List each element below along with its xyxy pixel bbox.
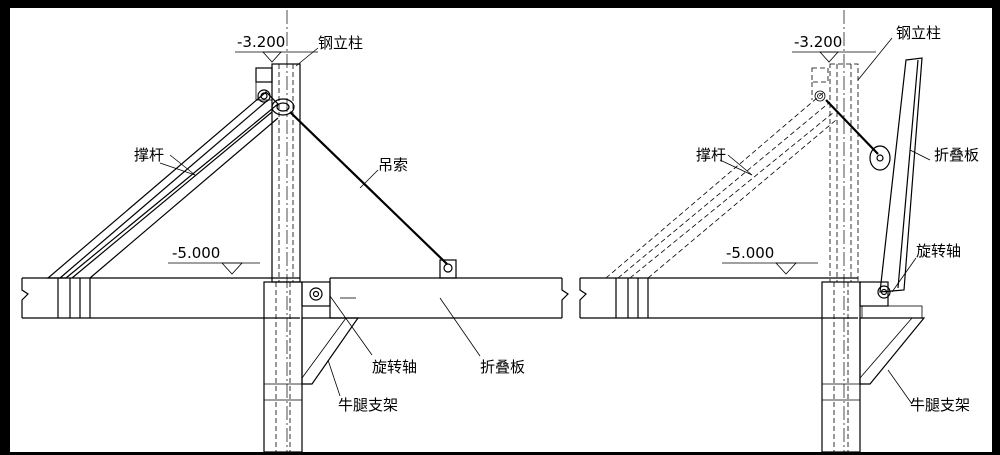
right-cable-anchor xyxy=(814,90,826,102)
left-label-cable: 吊索 xyxy=(378,156,408,174)
left-deck-slab xyxy=(21,277,300,319)
right-lower-column xyxy=(821,281,861,452)
left-corbel-bracket xyxy=(301,317,360,385)
right-level-bottom-text: -5.000 xyxy=(726,244,774,262)
left-folding-plate xyxy=(329,277,569,319)
left-label-steel-column: 钢立柱 xyxy=(318,34,363,52)
right-level-top: -3.200 xyxy=(792,33,876,63)
right-level-top-text: -3.200 xyxy=(794,33,842,51)
left-plate-lug xyxy=(439,259,457,279)
right-label-steel-column: 钢立柱 xyxy=(896,24,941,42)
right-folding-plate xyxy=(869,57,923,293)
left-label-corbel-bracket: 牛腿支架 xyxy=(338,396,398,414)
left-label-folding-plate: 折叠板 xyxy=(480,358,525,376)
left-cable xyxy=(289,111,448,265)
right-level-bottom: -5.000 xyxy=(722,244,818,275)
left-level-bottom: -5.000 xyxy=(168,244,260,275)
structural-diagram: -3.200 xyxy=(21,10,979,452)
right-deck-slab xyxy=(579,277,858,319)
right-label-folding-plate: 折叠板 xyxy=(934,146,979,164)
left-label-rotation-axis: 旋转轴 xyxy=(372,358,417,376)
right-rotation-axis xyxy=(859,281,923,319)
right-corbel-bracket xyxy=(859,317,926,385)
left-level-bottom-text: -5.000 xyxy=(172,244,220,262)
left-label-strut: 撑杆 xyxy=(134,146,164,164)
right-label-strut: 撑杆 xyxy=(696,146,726,164)
left-view: -3.200 xyxy=(21,10,569,452)
right-steel-column xyxy=(811,63,859,283)
left-cable-anchor xyxy=(257,89,295,116)
left-rotation-axis xyxy=(301,281,331,307)
right-cable xyxy=(825,99,879,155)
left-steel-column xyxy=(255,63,301,283)
right-view: -3.200 xyxy=(579,10,979,452)
right-label-rotation-axis: 旋转轴 xyxy=(916,242,961,260)
left-level-top: -3.200 xyxy=(235,33,318,63)
left-level-top-text: -3.200 xyxy=(237,33,285,51)
right-strut xyxy=(605,91,837,279)
right-label-corbel-bracket: 牛腿支架 xyxy=(910,396,970,414)
left-lower-column xyxy=(263,281,303,452)
drawing-panel: -3.200 xyxy=(10,8,992,452)
left-strut xyxy=(46,91,279,279)
